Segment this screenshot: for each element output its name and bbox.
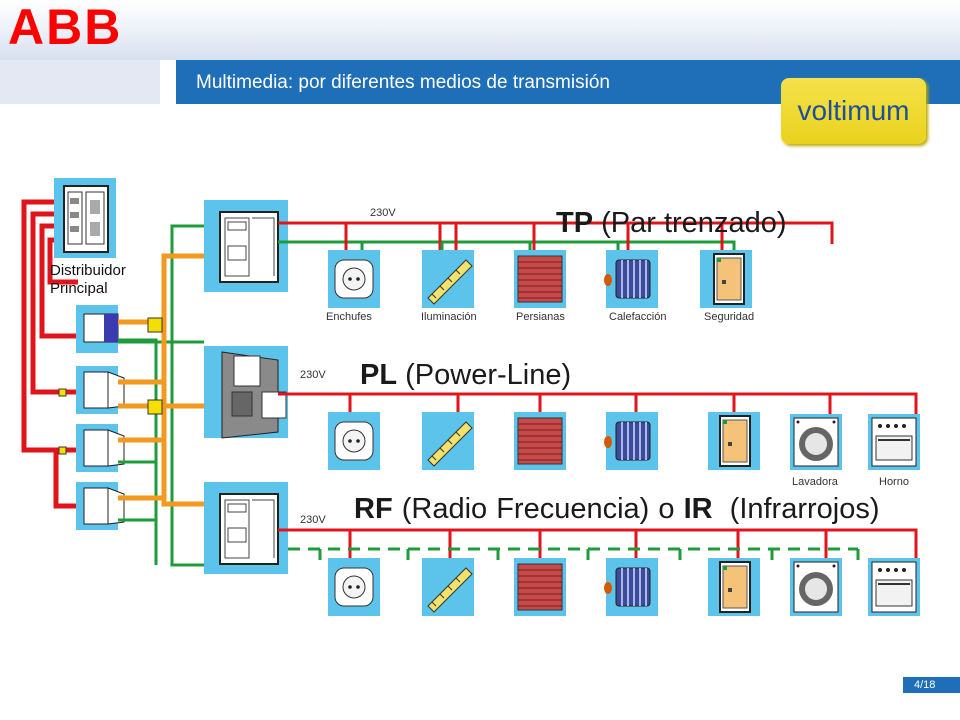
door-security-icon bbox=[708, 558, 760, 616]
pl-name: (Power-Line) bbox=[405, 359, 572, 391]
orange-backbone bbox=[118, 253, 204, 507]
page-number: 4/18 bbox=[914, 679, 936, 691]
panel-rf bbox=[204, 482, 288, 574]
tp-devices bbox=[328, 250, 752, 308]
coupler-1 bbox=[147, 317, 163, 333]
label-enchufes: Enchufes bbox=[326, 311, 372, 323]
blinds-icon bbox=[514, 558, 566, 616]
socket-icon bbox=[328, 558, 380, 616]
oven-icon bbox=[868, 414, 920, 470]
oven-icon bbox=[868, 558, 920, 616]
label-persianas: Persianas bbox=[516, 311, 565, 323]
page-number-box bbox=[903, 677, 960, 693]
socket-icon bbox=[328, 412, 380, 470]
washing-machine-icon bbox=[790, 558, 842, 616]
abb-logo: ABB bbox=[8, 0, 123, 55]
distribution-red-wires bbox=[21, 199, 78, 509]
tp-voltage-label: 230V bbox=[370, 207, 396, 219]
lighting-icon bbox=[422, 558, 474, 616]
bus-backbone bbox=[118, 224, 204, 567]
panel-pl bbox=[204, 346, 288, 439]
rf-mid: (Radio Frecuencia) o bbox=[401, 493, 675, 525]
distribution-label-line1: Distribuidor bbox=[50, 262, 126, 279]
blinds-icon bbox=[514, 250, 566, 308]
tp-wiring bbox=[278, 221, 834, 252]
coupler-2 bbox=[147, 399, 163, 415]
voltimum-logo-text: voltimum bbox=[797, 95, 910, 126]
rf-voltage-label: 230V bbox=[300, 514, 326, 526]
voltimum-logo: voltimum bbox=[781, 78, 926, 144]
rf-heading: RF (Radio Frecuencia) o IR (Infrarrojos) bbox=[354, 492, 880, 526]
panel-tp bbox=[204, 200, 288, 292]
label-iluminacion: Iluminación bbox=[421, 311, 477, 323]
washing-machine-icon bbox=[790, 414, 842, 470]
main-distribution-cabinet bbox=[54, 178, 116, 258]
rf-abbr: RF bbox=[354, 493, 393, 525]
heater-icon bbox=[604, 250, 658, 308]
header-left-panel bbox=[0, 60, 160, 104]
heater-icon bbox=[604, 558, 658, 616]
label-lavadora: Lavadora bbox=[792, 476, 838, 488]
tp-abbr: TP bbox=[556, 207, 594, 239]
pl-abbr: PL bbox=[360, 359, 398, 391]
lighting-icon bbox=[422, 412, 474, 470]
heater-icon bbox=[604, 412, 658, 470]
label-calefaccion: Calefacción bbox=[609, 311, 667, 323]
distribution-label-line2: Principal bbox=[50, 280, 108, 297]
label-horno: Horno bbox=[879, 476, 909, 488]
rf-devices bbox=[328, 558, 920, 616]
tp-heading: TP (Par trenzado) bbox=[556, 206, 786, 240]
door-security-icon bbox=[708, 412, 760, 470]
door-security-icon bbox=[700, 250, 752, 308]
blinds-icon bbox=[514, 412, 566, 470]
lighting-icon bbox=[422, 250, 474, 308]
ir-abbr: IR bbox=[683, 493, 713, 525]
label-seguridad: Seguridad bbox=[704, 311, 755, 323]
pl-devices bbox=[328, 412, 920, 470]
socket-icon bbox=[328, 250, 380, 308]
header-background bbox=[0, 0, 960, 60]
ir-name: (Infrarrojos) bbox=[729, 493, 880, 525]
slide-title: Multimedia: por diferentes medios de tra… bbox=[196, 72, 610, 93]
rf-wiring bbox=[278, 528, 918, 560]
pl-heading: PL (Power-Line) bbox=[360, 358, 571, 392]
pl-wiring bbox=[278, 392, 918, 414]
sub-distribution-boxes bbox=[58, 305, 125, 530]
tp-name: (Par trenzado) bbox=[601, 207, 787, 239]
pl-voltage-label: 230V bbox=[300, 369, 326, 381]
